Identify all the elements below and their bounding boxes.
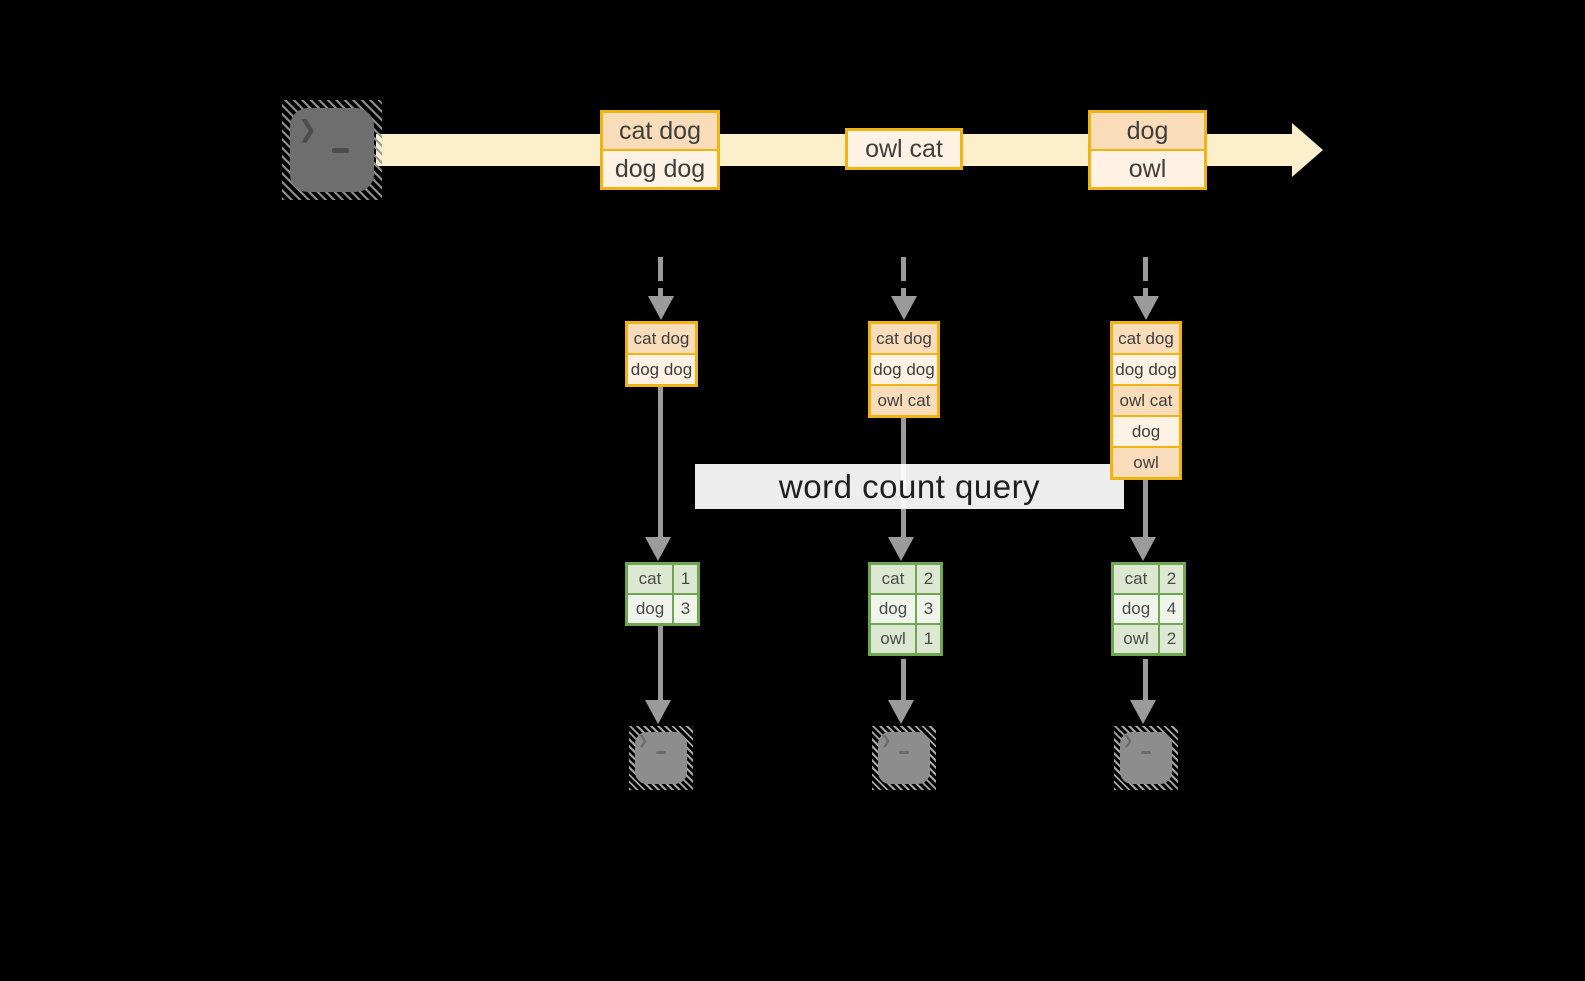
event-row: dog [1091, 113, 1204, 149]
count-cell: 1 [917, 625, 940, 653]
count-cell: 3 [917, 595, 940, 623]
terminal-cursor-glyph [1141, 751, 1151, 754]
arrowhead-icon [645, 700, 671, 724]
buffer-row: cat dog [628, 324, 695, 353]
terminal-sink-icon: ❯ [1114, 726, 1178, 790]
word-cell: dog [1114, 595, 1158, 623]
terminal-cursor-glyph [656, 751, 666, 754]
count-cell: 1 [674, 565, 697, 593]
word-cell: owl [871, 625, 915, 653]
count-table: cat 1 dog 3 [625, 562, 700, 626]
count-cell: 2 [1160, 565, 1183, 593]
count-cell: 4 [1160, 595, 1183, 623]
buffer-row: dog dog [1113, 355, 1179, 384]
terminal-screen [878, 732, 930, 784]
word-cell: dog [628, 595, 672, 623]
arrowhead-icon [1130, 537, 1156, 561]
buffer-stack: cat dog dog dog owl cat dog owl [1110, 321, 1182, 480]
terminal-prompt-glyph: ❯ [298, 110, 318, 148]
word-cell: cat [628, 565, 672, 593]
terminal-screen [635, 732, 687, 784]
buffer-row: dog dog [628, 355, 695, 384]
buffer-stack: cat dog dog dog [625, 321, 698, 387]
down-arrow [901, 659, 906, 702]
stream-event-box: dog owl [1088, 110, 1207, 190]
terminal-prompt-glyph: ❯ [1123, 731, 1134, 751]
buffer-row: owl cat [871, 386, 937, 415]
event-row: cat dog [603, 113, 717, 149]
terminal-source-icon: ❯ [282, 100, 382, 200]
arrowhead-icon [891, 296, 917, 320]
stream-event-box: cat dog dog dog [600, 110, 720, 190]
buffer-stack: cat dog dog dog owl cat [868, 321, 940, 418]
query-label: word count query [778, 467, 1041, 505]
word-cell: owl [1114, 625, 1158, 653]
buffer-row: owl cat [1113, 386, 1179, 415]
event-row: dog dog [603, 151, 717, 187]
arrowhead-icon [645, 537, 671, 561]
arrowhead-icon [888, 537, 914, 561]
terminal-cursor-glyph [899, 751, 909, 754]
arrowhead-icon [888, 700, 914, 724]
word-cell: cat [1114, 565, 1158, 593]
down-arrow [1143, 479, 1148, 539]
word-cell: cat [871, 565, 915, 593]
count-cell: 3 [674, 595, 697, 623]
count-cell: 2 [1160, 625, 1183, 653]
down-arrow [1143, 659, 1148, 702]
terminal-prompt-glyph: ❯ [881, 731, 892, 751]
dashed-arrow [658, 257, 663, 296]
dashed-arrow [1143, 257, 1148, 296]
query-band: word count query [695, 464, 1124, 509]
arrowhead-icon [1130, 700, 1156, 724]
stream-event-box: owl cat [845, 128, 963, 170]
buffer-row: cat dog [871, 324, 937, 353]
count-table: cat 2 dog 4 owl 2 [1111, 562, 1186, 656]
buffer-row: cat dog [1113, 324, 1179, 353]
word-cell: dog [871, 595, 915, 623]
buffer-row: dog dog [871, 355, 937, 384]
down-arrow [658, 626, 663, 702]
buffer-row: dog [1113, 417, 1179, 446]
dashed-arrow [901, 257, 906, 296]
terminal-sink-icon: ❯ [872, 726, 936, 790]
terminal-sink-icon: ❯ [629, 726, 693, 790]
terminal-prompt-glyph: ❯ [638, 731, 649, 751]
count-table: cat 2 dog 3 owl 1 [868, 562, 943, 656]
count-cell: 2 [917, 565, 940, 593]
terminal-screen [1120, 732, 1172, 784]
arrowhead-icon [1133, 296, 1159, 320]
event-row: owl [1091, 151, 1204, 187]
down-arrow [658, 387, 663, 539]
terminal-cursor-glyph [332, 148, 349, 153]
event-row: owl cat [848, 131, 960, 167]
arrowhead-icon [648, 296, 674, 320]
stream-arrowhead-icon [1292, 123, 1323, 177]
buffer-row: owl [1113, 448, 1179, 477]
